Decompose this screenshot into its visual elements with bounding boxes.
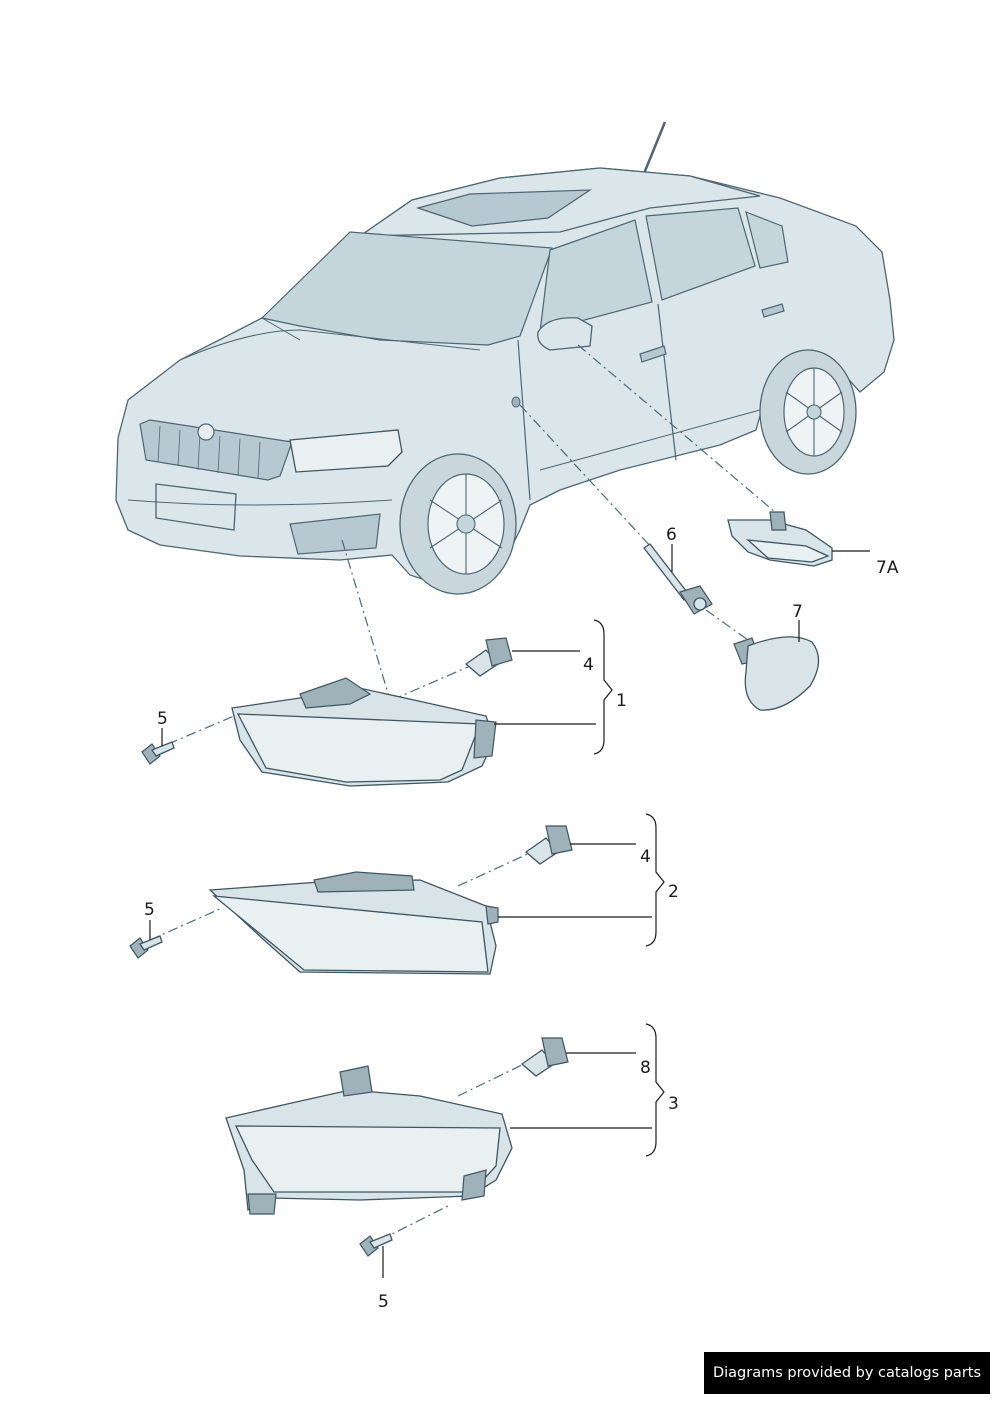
callout-5b: 5 xyxy=(144,900,155,920)
screw-5a xyxy=(141,741,175,765)
callout-3: 3 xyxy=(668,1094,679,1114)
mirror-indicator-7a xyxy=(727,511,833,567)
side-repeater-7 xyxy=(733,636,820,711)
callout-5a: 5 xyxy=(157,709,168,729)
callout-7: 7 xyxy=(792,602,803,622)
callout-labels: 6 7A 7 4 1 5 4 2 5 8 3 5 xyxy=(144,525,899,1312)
leader-lines xyxy=(149,544,870,1278)
screw-5b xyxy=(129,935,163,959)
callout-6: 6 xyxy=(666,525,677,545)
fog-lamp-3 xyxy=(225,1065,513,1215)
callout-7a: 7A xyxy=(876,558,899,578)
assembly-lines xyxy=(149,344,776,1241)
bulb-holder-6 xyxy=(643,543,713,615)
credit-text: Diagrams provided by catalogs parts xyxy=(712,1365,982,1381)
car-illustration xyxy=(115,121,895,595)
callout-2: 2 xyxy=(668,882,679,902)
bulb-8 xyxy=(520,1037,569,1077)
credit-banner: Diagrams provided by catalogs parts xyxy=(704,1352,990,1394)
bulb-4b xyxy=(524,825,573,865)
callout-4b: 4 xyxy=(640,847,651,867)
callout-8: 8 xyxy=(640,1058,651,1078)
bulb-4a xyxy=(464,637,513,677)
callout-1: 1 xyxy=(616,691,627,711)
fog-lamp-1 xyxy=(231,677,497,787)
fog-lamp-2 xyxy=(208,871,499,975)
callout-4a: 4 xyxy=(583,655,594,675)
screw-5c xyxy=(359,1233,393,1257)
callout-5c: 5 xyxy=(378,1292,389,1312)
